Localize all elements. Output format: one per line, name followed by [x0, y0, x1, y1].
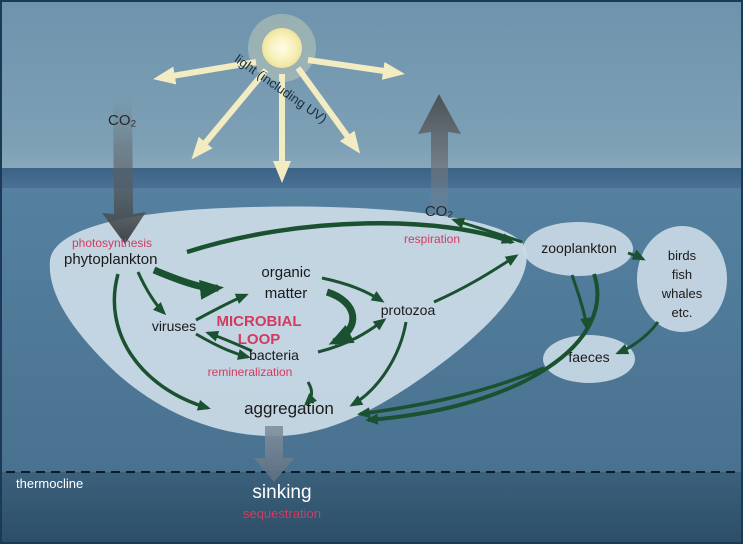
consumers-label-etc: etc.: [671, 305, 693, 320]
arrow-viruses-to-organic-matter: [195, 293, 249, 322]
zooplankton-label: zooplankton: [541, 240, 617, 256]
arrow-zooplankton-to-aggregation: [365, 273, 600, 425]
main-bloom-blob: [49, 206, 527, 437]
co2-right-label: CO₂: [424, 203, 454, 220]
co2-up-arrow: [418, 94, 461, 216]
microbial-loop-label-line2: LOOP: [237, 331, 281, 348]
arrow-faeces-to-aggregation: [357, 366, 545, 419]
sea-surface-waves: [2, 168, 741, 188]
arrow-phytoplankton-to-organic-matter: [152, 266, 224, 300]
co2-down-arrow: [102, 94, 146, 244]
thermocline-label: thermocline: [16, 476, 84, 491]
arrow-phytoplankton-to-zooplankton: [186, 221, 515, 255]
sinking-arrow: [254, 426, 294, 482]
ray-left-icon: [153, 59, 257, 85]
arrow-protozoa-to-zooplankton: [433, 254, 519, 304]
ray-down-left-icon: [191, 68, 269, 160]
faeces-label: faeces: [568, 349, 610, 365]
zooplankton-blob: [523, 222, 633, 276]
light-rays: [153, 57, 405, 183]
photosynthesis-label: photosynthesis: [72, 236, 153, 250]
phytoplankton-label: phytoplankton: [64, 251, 158, 268]
consumers-label-whales: whales: [661, 286, 703, 301]
remineralization-label: remineralization: [207, 365, 293, 379]
arrow-remineralization-to-aggregation: [303, 381, 317, 407]
co2-left-label: CO₂: [108, 112, 137, 129]
ray-right-icon: [307, 57, 405, 80]
arrow-protozoa-to-aggregation: [349, 321, 408, 407]
faeces-blob: [543, 335, 635, 383]
deep-ocean-background: [2, 472, 741, 542]
sequestration-label: sequestration: [242, 506, 322, 521]
arrow-organic-matter-to-bacteria: [325, 288, 357, 346]
organic-matter-label-line1: organic: [261, 264, 311, 281]
bacteria-label: bacteria: [249, 347, 299, 363]
aggregation-label: aggregation: [244, 399, 334, 418]
sun-icon: [248, 14, 316, 82]
arrow-consumers-to-faeces: [615, 321, 660, 355]
microbial-loop-label-line1: MICROBIAL: [216, 313, 302, 330]
arrow-viruses-to-bacteria: [195, 332, 251, 360]
consumers-blob: [637, 226, 727, 332]
viruses-label: viruses: [151, 318, 197, 334]
protozoa-label: protozoa: [380, 302, 436, 318]
consumers-label-fish: fish: [671, 267, 693, 282]
arrow-phytoplankton-to-viruses: [136, 271, 167, 316]
ray-down-right-icon: [295, 66, 361, 154]
arrow-phytoplankton-to-aggregation: [112, 273, 211, 411]
arrow-organic-matter-to-protozoa: [321, 276, 385, 303]
arrow-zooplankton-to-respiration: [451, 217, 523, 244]
arrow-zooplankton-to-faeces: [570, 274, 592, 331]
respiration-label: respiration: [403, 232, 461, 246]
arrow-bacteria-to-viruses: [205, 330, 253, 353]
organic-matter-label-line2: matter: [264, 285, 308, 302]
consumers-label-birds: birds: [667, 248, 697, 263]
arrow-zooplankton-to-consumers: [627, 249, 646, 261]
sinking-label: sinking: [252, 482, 312, 503]
arrow-bacteria-to-protozoa: [317, 318, 387, 354]
